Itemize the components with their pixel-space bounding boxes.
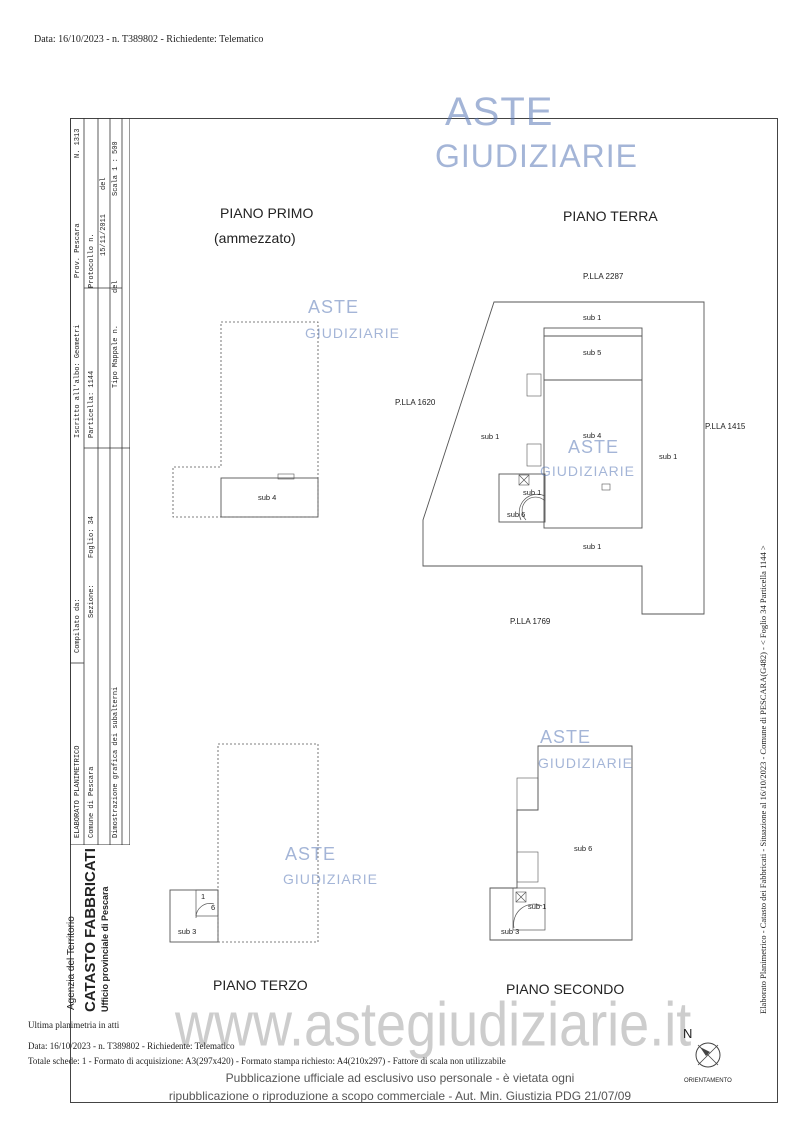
watermark-aste-top: ASTE	[445, 90, 554, 134]
terzo-label-6: 6	[211, 903, 216, 912]
north-label: N	[683, 1026, 693, 1041]
footer-pub-line2: ripubblicazione o riproduzione a scopo c…	[168, 1089, 632, 1103]
piano-primo-subtitle: (ammezzato)	[214, 230, 296, 246]
watermark-aste-4: ASTE	[285, 844, 337, 864]
title-block-grid	[70, 118, 130, 845]
terzo-sub-3: sub 3	[178, 927, 197, 936]
terra-sub-1-bottom: sub 1	[583, 542, 602, 551]
parcel-west: P.LLA 1620	[395, 398, 436, 407]
primo-sub-4: sub 4	[258, 493, 277, 502]
parcel-north: P.LLA 2287	[583, 272, 624, 281]
document-header: Data: 16/10/2023 - n. T389802 - Richiede…	[34, 34, 264, 45]
watermark-aste-1: ASTE	[308, 297, 360, 317]
piano-terra-plan	[422, 301, 705, 615]
terra-sub-1-right: sub 1	[659, 452, 678, 461]
terra-sub-5: sub 5	[583, 348, 602, 357]
watermark-giudiziarie-3: GIUDIZIARIE	[538, 755, 634, 771]
terra-sub-1-top: sub 1	[583, 313, 602, 322]
secondo-sub-6: sub 6	[574, 844, 593, 853]
terra-sub-6: sub 6	[507, 510, 526, 519]
secondo-sub-1: sub 1	[528, 902, 547, 911]
piano-terra-title: PIANO TERRA	[563, 208, 658, 224]
watermark-aste-3: ASTE	[540, 727, 592, 747]
terra-sub-1-left: sub 1	[481, 432, 500, 441]
piano-secondo-title: PIANO SECONDO	[506, 981, 625, 997]
terra-sub-1-stair: sub 1	[523, 488, 542, 497]
watermark-giudiziarie-top: GIUDIZIARIE	[435, 138, 639, 174]
watermark-website: www.astegiudiziarie.it	[175, 990, 692, 1060]
north-compass-icon	[695, 1042, 721, 1068]
terra-sub-4: sub 4	[583, 431, 602, 440]
secondo-sub-3: sub 3	[501, 927, 520, 936]
piano-secondo-plan	[489, 745, 633, 941]
piano-terzo-plan	[169, 743, 319, 943]
side-credit: Elaborato Planimetrico - Catasto dei Fab…	[758, 545, 768, 1014]
piano-terzo-title: PIANO TERZO	[213, 977, 308, 993]
title-block: ELABORATO PLANIMETRICO Compilato da: Isc…	[70, 118, 130, 845]
piano-primo-plan	[172, 321, 319, 518]
parcel-south: P.LLA 1769	[510, 617, 551, 626]
watermark-giudiziarie-1: GIUDIZIARIE	[305, 325, 401, 341]
footer-ultima: Ultima planimetria in atti	[28, 1020, 120, 1030]
orientamento-label: ORIENTAMENTO	[684, 1078, 732, 1084]
terzo-label-1: 1	[201, 892, 206, 901]
parcel-east: P.LLA 1415	[705, 422, 746, 431]
watermark-giudiziarie-2: GIUDIZIARIE	[540, 463, 636, 479]
watermark-giudiziarie-4: GIUDIZIARIE	[283, 871, 379, 887]
piano-primo-title: PIANO PRIMO	[220, 205, 314, 221]
footer-pub-line1: Pubblicazione ufficiale ad esclusivo uso…	[225, 1071, 575, 1085]
watermark-aste-2: ASTE	[568, 437, 620, 457]
footer-totale: Totale schede: 1 - Formato di acquisizio…	[28, 1056, 506, 1066]
footer-data: Data: 16/10/2023 - n. T389802 - Richiede…	[28, 1041, 235, 1051]
